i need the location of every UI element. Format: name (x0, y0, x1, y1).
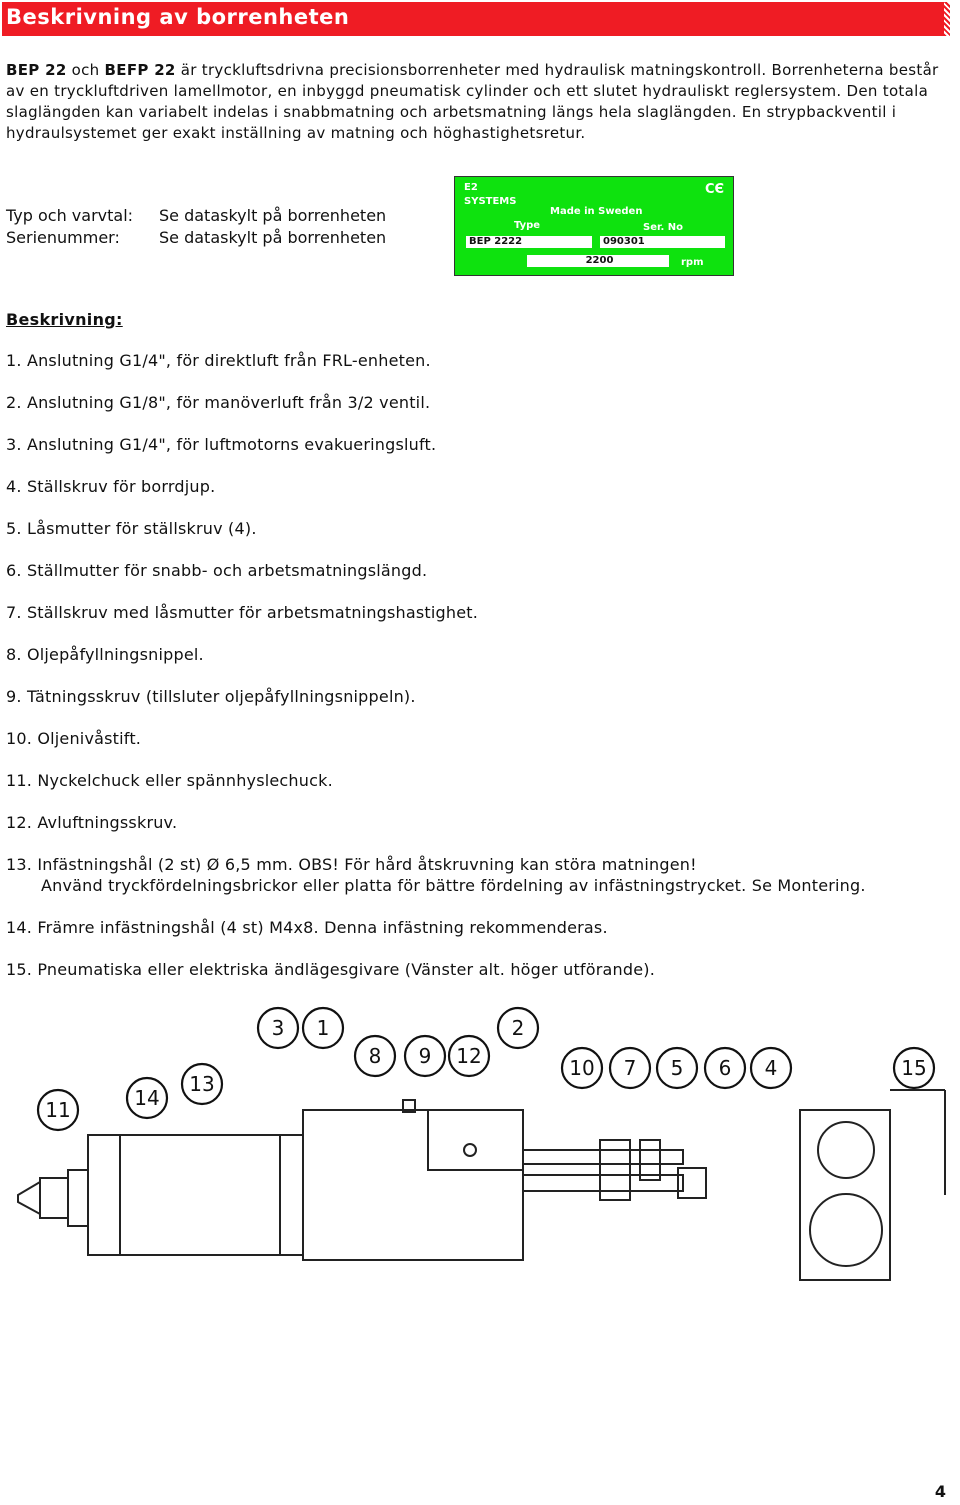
adjust-nut (599, 1139, 631, 1201)
list-item: 4. Ställskruv för borrdjup. (6, 477, 216, 496)
callout-5 (655, 1046, 699, 1090)
piston-rod (522, 1174, 684, 1192)
list-item: 5. Låsmutter för ställskruv (4). (6, 519, 257, 538)
list-item: 13. Infästningshål (2 st) Ø 6,5 mm. OBS!… (6, 855, 697, 874)
callouts (36, 1006, 936, 1132)
list-item: 12. Avluftningsskruv. (6, 813, 178, 832)
list-item: 14. Främre infästningshål (4 st) M4x8. D… (6, 918, 608, 937)
callout-14-label: 14 (134, 1086, 159, 1110)
callout-15-label: 15 (901, 1056, 926, 1080)
callout-1 (301, 1006, 345, 1050)
chuck-body (39, 1177, 69, 1219)
plate-brand-1: E2 (464, 182, 478, 193)
feed-rod (522, 1149, 684, 1165)
intro-model-1: BEP 22 (6, 61, 67, 79)
callout-10-label: 10 (569, 1056, 594, 1080)
page-header: Beskrivning av borrenheten (2, 2, 950, 36)
callout-6-label: 6 (719, 1056, 732, 1080)
callout-12-label: 12 (456, 1044, 481, 1068)
callout-1-label: 1 (317, 1016, 330, 1040)
serial-value: Se dataskylt på borrenheten (159, 228, 387, 247)
callout-8-label: 8 (369, 1044, 382, 1068)
callout-3-label: 3 (272, 1016, 285, 1040)
data-plate: E2 SYSTEMS CЄ Made in Sweden Type Ser. N… (454, 176, 734, 276)
callout-11 (36, 1088, 80, 1132)
callout-3 (256, 1006, 300, 1050)
info-block: Typ och varvtal: Se dataskylt på borrenh… (6, 205, 386, 249)
intro-text-1: och (66, 61, 105, 79)
page-number: 4 (934, 1482, 946, 1501)
callout-10 (560, 1046, 604, 1090)
callout-4-label: 4 (765, 1056, 778, 1080)
plate-ser-label: Ser. No (643, 222, 684, 233)
list-item: 11. Nyckelchuck eller spännhyslechuck. (6, 771, 333, 790)
callout-9 (403, 1034, 447, 1078)
intro-text-2: är tryckluftsdrivna precisionsborrenhete… (6, 61, 939, 142)
callout-8 (353, 1034, 397, 1078)
callout-5-label: 5 (671, 1056, 684, 1080)
side-motor (809, 1193, 883, 1267)
callout-15 (892, 1046, 936, 1090)
side-view (799, 1109, 891, 1281)
plate-rpm-value: 2200 (527, 255, 669, 267)
callout-12 (447, 1034, 491, 1078)
intro-model-2: BEFP 22 (104, 61, 176, 79)
callout-4 (749, 1046, 793, 1090)
callout-2 (496, 1006, 540, 1050)
list-item: 3. Anslutning G1/4", för luftmotorns eva… (6, 435, 437, 454)
type-label: Typ och varvtal: (6, 206, 134, 225)
callout-11-label: 11 (45, 1098, 70, 1122)
chuck-collar (67, 1169, 89, 1227)
list-item: 1. Anslutning G1/4", för direktluft från… (6, 351, 431, 370)
list-item: 7. Ställskruv med låsmutter för arbetsma… (6, 603, 479, 622)
callout-7 (608, 1046, 652, 1090)
chuck-tip (17, 1180, 41, 1216)
plate-type-value: BEP 2222 (466, 236, 592, 248)
list-item: 2. Anslutning G1/8", för manöverluft frå… (6, 393, 431, 412)
section-title: Beskrivning: (6, 310, 123, 329)
serial-label: Serienummer: (6, 228, 120, 247)
callout-14 (125, 1076, 169, 1120)
list-item: 8. Oljepåfyllningsnippel. (6, 645, 204, 664)
callout-7-label: 7 (624, 1056, 637, 1080)
page-title: Beskrivning av borrenheten (6, 5, 350, 29)
callout-13 (180, 1062, 224, 1106)
end-block (677, 1167, 707, 1199)
list-item-continuation: Använd tryckfördelningsbrickor eller pla… (41, 876, 866, 895)
list-item: 10. Oljenivåstift. (6, 729, 142, 748)
side-port (817, 1121, 875, 1179)
plate-type-label: Type (514, 220, 541, 231)
callout-2-label: 2 (512, 1016, 525, 1040)
intro-paragraph: BEP 22 och BEFP 22 är tryckluftsdrivna p… (6, 60, 951, 144)
ce-mark: CЄ (705, 182, 725, 197)
callout-9-label: 9 (419, 1044, 432, 1068)
list-item: 15. Pneumatiska eller elektriska ändläge… (6, 960, 655, 979)
cylinder-block (302, 1109, 524, 1261)
type-value: Se dataskylt på borrenheten (159, 206, 387, 225)
plate-made-in: Made in Sweden (550, 206, 643, 217)
list-item: 9. Tätningsskruv (tillsluter oljepåfylln… (6, 687, 416, 706)
header-stripe (944, 2, 950, 36)
plate-brand-2: SYSTEMS (464, 196, 517, 207)
plate-rpm-label: rpm (681, 257, 704, 268)
plate-ser-value: 090301 (600, 236, 725, 248)
callout-6 (703, 1046, 747, 1090)
list-item: 6. Ställmutter för snabb- och arbetsmatn… (6, 561, 428, 580)
drill-unit-diagram: 3 1 2 8 9 12 10 7 5 6 4 15 11 14 13 (17, 1006, 946, 1281)
callout-13-label: 13 (189, 1072, 214, 1096)
